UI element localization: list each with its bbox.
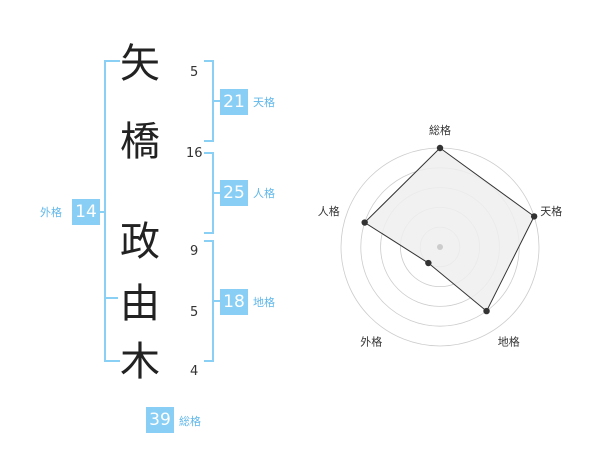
name-char-4: 由 [120,281,160,327]
radar-dots [361,144,538,315]
gaikaku-bracket-inner-stub [104,297,118,299]
stroke-count-5: 4 [190,364,199,379]
chikaku-label: 地格 [253,296,275,309]
stroke-count-4: 5 [190,305,199,320]
gaikaku-bracket [104,60,120,362]
name-char-3: 政 [120,219,160,265]
soukaku-label: 総格 [179,415,201,428]
gaikaku-label: 外格 [40,206,62,219]
tenkaku-label: 天格 [253,96,275,109]
jinkaku-label: 人格 [253,187,275,200]
soukaku-badge: 39 [146,407,174,433]
radar-axis-label: 天格 [540,204,562,218]
radar-polygon [363,147,535,312]
gaikaku-bracket-stub [98,211,104,213]
radar-axis-label: 地格 [498,335,520,349]
radar-axis-label: 総格 [429,123,451,137]
radar-axis-label: 人格 [318,204,340,218]
name-char-2: 橋 [120,119,160,165]
name-char-5: 木 [120,339,160,385]
name-char-1: 矢 [120,41,160,87]
chikaku-badge: 18 [220,289,248,315]
jinkaku-bracket-stub [212,192,220,194]
stroke-count-1: 5 [190,65,199,80]
radar-point [436,144,444,152]
radar-axis-label: 外格 [360,335,382,349]
radar-point [361,219,368,226]
tenkaku-badge: 21 [220,89,248,115]
radar-point [530,213,538,220]
gaikaku-badge: 14 [72,199,100,225]
radar-center-dot [437,244,443,250]
radar-point [425,259,432,267]
tenkaku-bracket-stub [212,100,220,102]
jinkaku-badge: 25 [220,180,248,206]
stroke-count-2: 16 [186,146,203,161]
stroke-count-3: 9 [190,244,199,259]
chikaku-bracket-stub [212,300,220,302]
radar-point [483,307,490,315]
